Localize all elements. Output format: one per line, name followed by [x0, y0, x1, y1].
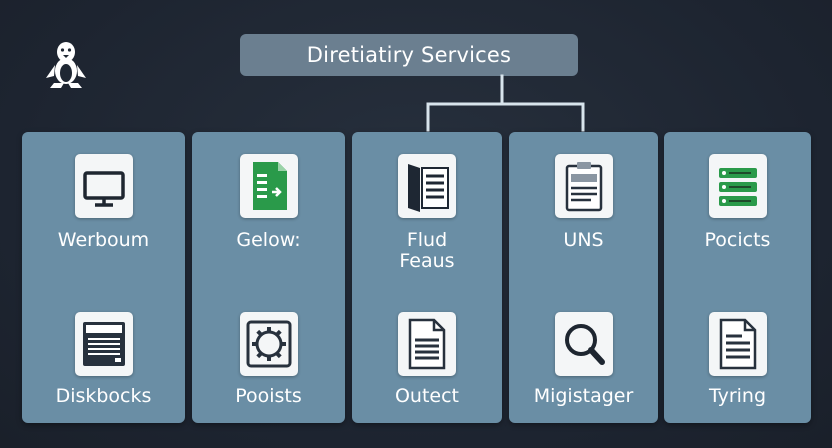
service-label: Diskbocks [55, 385, 152, 407]
service-column-4: UNS Migistager [509, 132, 658, 423]
database-icon [708, 154, 767, 218]
service-label: Tyring [708, 385, 767, 407]
service-label: Gelow: [236, 229, 301, 251]
service-column-2: Gelow: [192, 132, 345, 423]
service-label: Outect [394, 385, 460, 407]
monitor-icon [74, 154, 133, 218]
service-card[interactable]: Diskbocks [22, 277, 185, 423]
service-column-1: Werboum Diskbocks [22, 132, 185, 423]
spreadsheet-document-icon [239, 154, 298, 218]
service-card[interactable]: Gelow: [192, 132, 345, 277]
magnifier-icon [554, 312, 613, 376]
service-label: UNS [563, 229, 604, 251]
book-icon [398, 154, 456, 218]
service-label: Flud Feaus [399, 229, 455, 272]
service-card[interactable]: Tyring [664, 277, 811, 423]
service-card[interactable]: Pooists [192, 277, 345, 423]
service-label: Migistager [533, 385, 634, 407]
diagram-title: Diretiatiry Services [240, 34, 578, 76]
service-label: Werboum [57, 229, 150, 251]
service-card[interactable]: Outect [352, 277, 502, 423]
document-icon [398, 312, 456, 376]
text-document-icon [708, 312, 767, 376]
clipboard-icon [554, 154, 613, 218]
server-rack-icon [74, 312, 133, 376]
service-label: Pooists [235, 385, 302, 407]
service-card[interactable]: Migistager [509, 277, 658, 423]
service-card[interactable]: Pocicts [664, 132, 811, 277]
service-column-5: Pocicts Tyring [664, 132, 811, 423]
service-label: Pocicts [704, 229, 771, 251]
penguin-icon [40, 38, 92, 90]
service-column-3: Flud Feaus Outect [352, 132, 502, 423]
service-card[interactable]: Flud Feaus [352, 132, 502, 277]
service-card[interactable]: UNS [509, 132, 658, 277]
service-card[interactable]: Werboum [22, 132, 185, 277]
gear-icon [239, 312, 298, 376]
